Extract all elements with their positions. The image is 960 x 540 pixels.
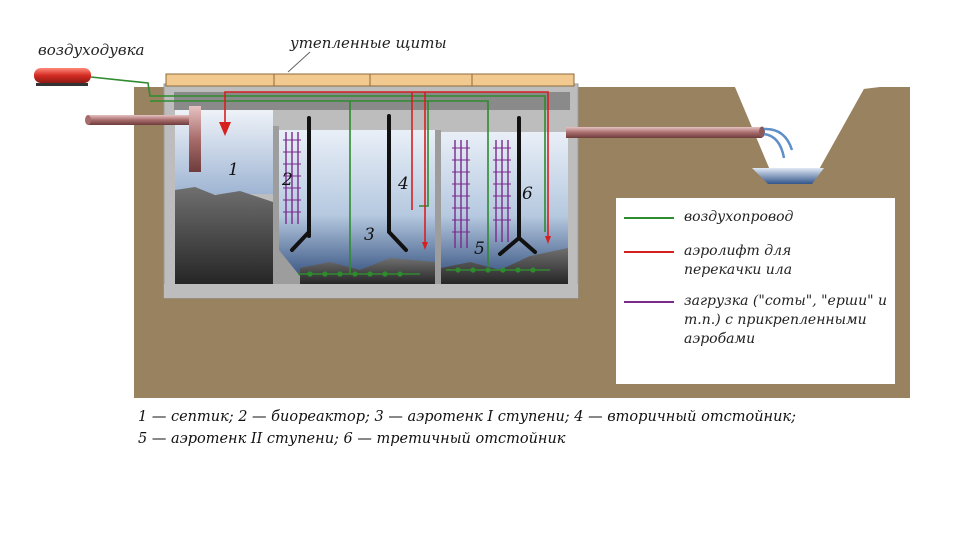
insulated-panels-label: утепленные щиты xyxy=(290,34,447,52)
legend-swatch-airlift xyxy=(624,251,674,253)
legend: воздухопровод аэролифт для перекачки ила… xyxy=(616,198,895,384)
chamber-number-1: 1 xyxy=(228,160,239,180)
airlift-arrows xyxy=(219,122,551,250)
chamber-3-sludge xyxy=(300,258,435,284)
deflector-plates xyxy=(290,114,537,256)
chamber-1-sludge xyxy=(175,187,273,284)
outlet-pipe xyxy=(566,127,762,138)
biofilm-ticks xyxy=(283,139,511,233)
caption: 1 — септик; 2 — биореактор; 3 — аэротенк… xyxy=(138,406,938,450)
chamber-number-3: 3 xyxy=(364,225,375,245)
chamber-5-sludge xyxy=(441,248,568,284)
blower-body xyxy=(34,68,91,83)
legend-text-air: воздухопровод xyxy=(684,209,794,225)
legend-swatch-air xyxy=(624,217,674,219)
airlift-pipes xyxy=(224,91,549,246)
panels-leader xyxy=(287,51,311,73)
chamber-2-4-water xyxy=(279,130,435,284)
inlet-pipe xyxy=(88,115,196,125)
chamber-number-5: 5 xyxy=(474,239,485,259)
aerators xyxy=(307,267,536,277)
legend-text-airlift: аэролифт для перекачки ила xyxy=(684,243,793,278)
outlet-flow xyxy=(763,127,794,159)
blower-label: воздуходувка xyxy=(38,41,145,59)
chamber-number-6: 6 xyxy=(522,184,533,204)
air-pipeline xyxy=(90,76,550,275)
ditch-water xyxy=(752,168,824,184)
legend-swatch-media xyxy=(624,301,674,303)
caption-line-2: 5 — аэротенк II ступени; 6 — третичный о… xyxy=(138,431,566,447)
chamber-number-4: 4 xyxy=(398,174,409,194)
blower-base xyxy=(36,83,88,86)
ditch xyxy=(735,87,865,182)
inlet-elbow xyxy=(189,106,201,172)
insulated-panels xyxy=(165,73,575,87)
legend-text-media: загрузка ("соты", "ерши" и т.п.) с прикр… xyxy=(684,293,887,347)
partition-2 xyxy=(435,130,441,286)
tank-floor xyxy=(164,284,578,298)
partition-1 xyxy=(273,126,279,286)
chamber-number-2: 2 xyxy=(282,170,293,190)
biofilm-media xyxy=(285,132,509,248)
chamber-3-hopper xyxy=(279,250,300,284)
caption-line-1: 1 — септик; 2 — биореактор; 3 — аэротенк… xyxy=(138,409,796,425)
